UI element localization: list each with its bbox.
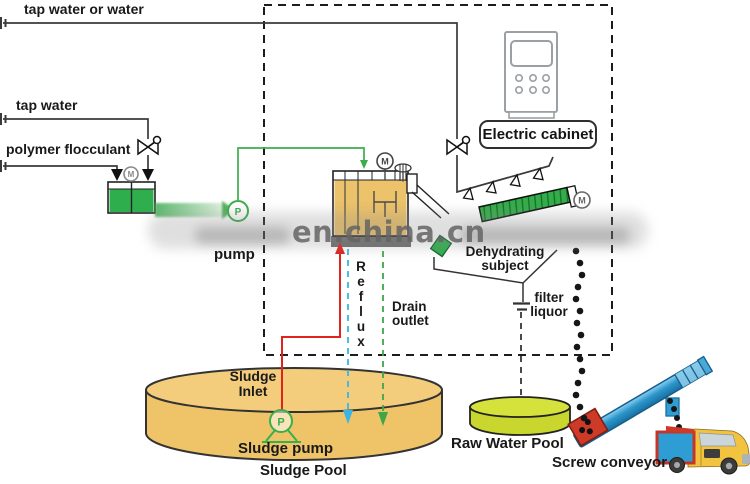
feed-arrow-right [142,169,154,181]
sludge-cake-dots [572,247,682,430]
outlet-chute [411,184,450,219]
truck-cargo-top [666,426,694,434]
label-sludge-pump: Sludge pump [238,440,333,457]
filtrate-collector [433,249,558,311]
truck [655,426,750,475]
flocculation-tank: M [331,152,450,247]
drain-arrow-cyan [343,410,353,424]
label-tap-water-or-water: tap water or water [24,1,144,17]
valve-icon-mixing [137,135,162,156]
belt-motor-label: M [578,196,586,206]
electric-cabinet-icon [504,31,558,119]
watermark-blob [460,227,630,244]
truck-bumper [742,454,750,464]
sludge-pump-p-label: P [277,417,284,429]
belt-motor-icon [573,191,591,209]
flocculator-motor-label: M [381,157,389,167]
watermark-blob [195,227,290,244]
watermark-blur-band [148,212,648,249]
truck-side-window [704,449,720,458]
dewatering-belt: M [478,184,591,223]
label-raw-water-pool: Raw Water Pool [451,435,564,452]
label-electric-cabinet: Electric cabinet [479,120,597,149]
dosing-pump-icon: P [227,200,249,222]
outlet-box [406,173,418,194]
tank-base [331,236,411,247]
green-pipe-arrow [360,160,368,169]
label-pump: pump [214,246,255,263]
flocculant-mixing-tank: M [107,166,156,214]
water-supply-pipes [0,17,554,194]
feed-arrow-left [111,169,123,181]
drain-arrow-green [378,412,388,426]
label-sludge-inlet: Sludge Inlet [229,368,277,399]
reflux-line [281,252,341,410]
label-sludge-pool: Sludge Pool [260,462,347,479]
sludge-pool [145,367,443,461]
truck-windshield [698,432,737,447]
pipe-inlet-tick-1 [0,17,7,29]
label-drain-outlet: Drain outlet [392,299,429,329]
label-reflux-vertical: R e f l u x [356,259,366,349]
label-filter-liquor: filter liquor [530,290,568,320]
green-dosing-pipe [237,147,365,200]
label-tap-water: tap water [16,97,78,113]
pipe-inlet-tick-2 [0,113,7,125]
mixer-motor-icon [123,166,139,182]
truck-wheels [669,457,738,475]
level-sensor-icon [394,163,412,182]
raw-water-pool [469,396,571,436]
valve-icon-main [446,135,471,156]
pipe-inlet-tick-3 [0,160,7,172]
conveyor-hopper [567,407,609,447]
label-polymer-flocculant: polymer flocculant [6,141,131,157]
feed-box [429,234,453,258]
dosing-pump-label: P [235,207,242,218]
flocculator-motor-icon [376,152,394,170]
reflux-arrow [335,242,345,254]
system-boundary-dashed-box [263,4,613,356]
watermark-text: en.china.cn [292,215,486,249]
sludge-pump-icon: P [262,409,301,443]
label-dehydrating-subject: Dehydrating subject [465,244,545,274]
label-screw-conveyor: Screw conveyor [552,454,668,471]
spray-nozzles [462,166,544,201]
mixer-motor-label: M [128,170,135,179]
